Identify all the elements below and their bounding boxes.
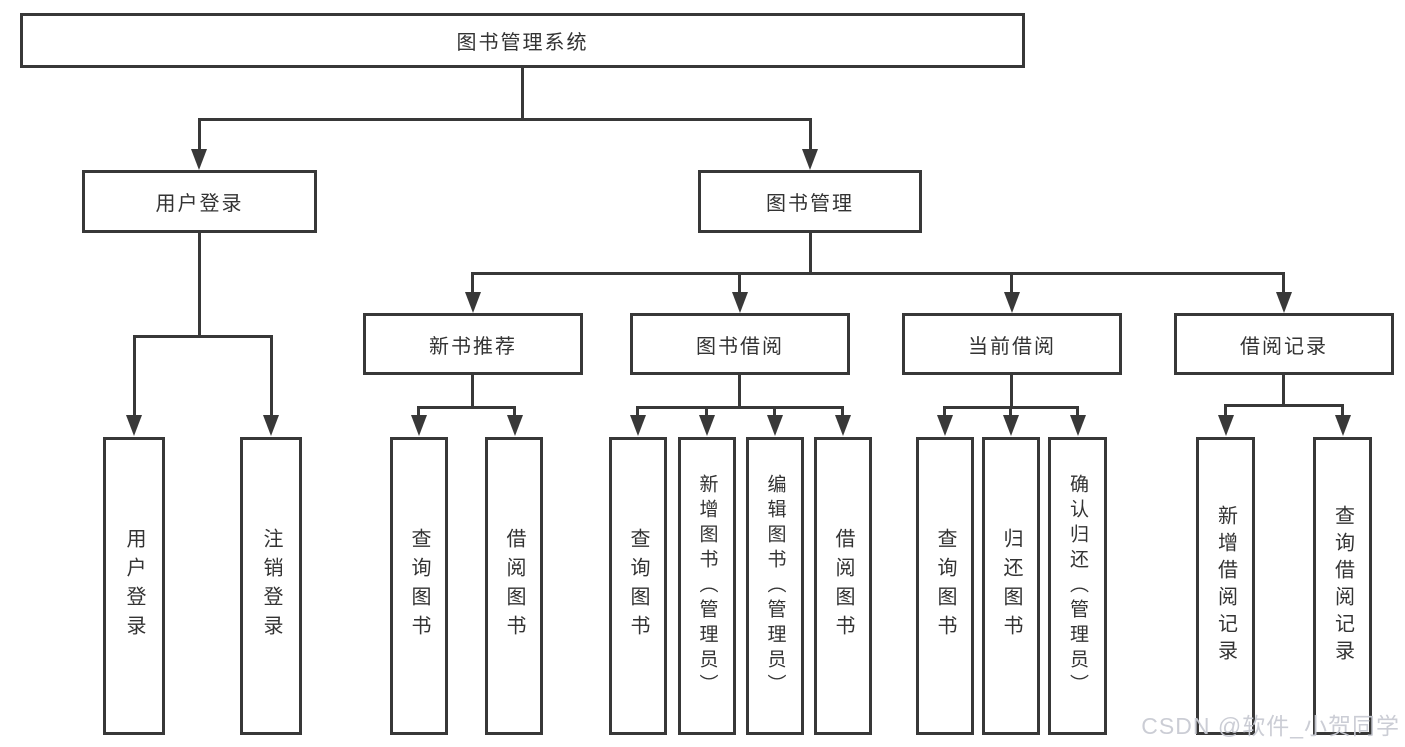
node-user-login: 用户登录 [82, 170, 317, 233]
node-new-book-recommend-label: 新书推荐 [429, 335, 517, 358]
arrow-down-icon [802, 149, 818, 170]
leaf-logout: 注销登录 [240, 437, 302, 735]
connector-level3-bar [471, 272, 1285, 275]
arrow-down-icon [1004, 292, 1020, 313]
leaf-borrow-books-borrow-label: 借阅图书 [832, 528, 854, 644]
arrow-down-icon [126, 415, 142, 436]
connector-leaf-stem [133, 335, 136, 417]
arrow-down-icon [1218, 415, 1234, 436]
connector-leaf-stem [513, 406, 516, 418]
connector-leaf-stem [1076, 406, 1079, 418]
leaf-query-borrow-record-label: 查询借阅记录 [1331, 505, 1354, 667]
leaf-add-borrow-record-label: 新增借阅记录 [1214, 505, 1237, 667]
node-new-book-recommend: 新书推荐 [363, 313, 583, 375]
leaf-user-login-label: 用户登录 [123, 528, 145, 644]
leaf-confirm-return-admin-label: 确认归还（管理员） [1067, 473, 1088, 699]
arrow-down-icon [1276, 292, 1292, 313]
connector-level2-bar [198, 118, 812, 121]
connector-records-down [1282, 375, 1285, 406]
connector-user-login-down [198, 233, 201, 337]
connector-leaf-stem [1009, 406, 1012, 418]
connector-recommend-bar [417, 406, 516, 409]
leaf-query-books-borrow: 查询图书 [609, 437, 667, 735]
leaf-borrow-books-recommend: 借阅图书 [485, 437, 543, 735]
node-user-login-label: 用户登录 [155, 193, 244, 215]
arrow-down-icon [767, 415, 783, 436]
arrow-down-icon [630, 415, 646, 436]
leaf-query-borrow-record: 查询借阅记录 [1313, 437, 1372, 735]
connector-level3-stem [738, 272, 741, 294]
connector-recommend-down [471, 375, 474, 408]
node-root-label: 图书管理系统 [456, 32, 589, 54]
arrow-down-icon [263, 415, 279, 436]
arrow-down-icon [191, 149, 207, 170]
connector-leaf-stem [1341, 404, 1344, 418]
arrow-down-icon [1335, 415, 1351, 436]
connector-user-login-stem [198, 118, 201, 152]
arrow-down-icon [1070, 415, 1086, 436]
node-book-borrow-label: 图书借阅 [696, 335, 784, 358]
connector-level3-stem [1010, 272, 1013, 294]
connector-leaf-stem [841, 406, 844, 418]
connector-leaf-stem [417, 406, 420, 418]
arrow-down-icon [732, 292, 748, 313]
connector-borrow-down [738, 375, 741, 408]
arrow-down-icon [699, 415, 715, 436]
node-borrow-records-label: 借阅记录 [1240, 335, 1328, 358]
leaf-query-books-borrow-label: 查询图书 [627, 528, 649, 644]
node-root: 图书管理系统 [20, 13, 1025, 68]
connector-leaf-stem [270, 335, 273, 417]
connector-level3-stem [471, 272, 474, 294]
connector-root-stem [521, 68, 524, 119]
connector-level3-stem [1282, 272, 1285, 294]
leaf-logout-label: 注销登录 [260, 528, 282, 644]
connector-leaf-stem [636, 406, 639, 418]
arrow-down-icon [465, 292, 481, 313]
connector-book-management-stem [809, 118, 812, 152]
connector-book-management-down [809, 233, 812, 274]
connector-leaf-stem [705, 406, 708, 418]
leaf-query-books-current-label: 查询图书 [934, 528, 956, 644]
node-book-borrow: 图书借阅 [630, 313, 850, 375]
arrow-down-icon [1003, 415, 1019, 436]
connector-records-bar [1224, 404, 1343, 407]
leaf-edit-book-admin: 编辑图书（管理员） [746, 437, 804, 735]
leaf-borrow-books-borrow: 借阅图书 [814, 437, 872, 735]
leaf-query-books-recommend-label: 查询图书 [408, 528, 430, 644]
leaf-add-book-admin: 新增图书（管理员） [678, 437, 736, 735]
arrow-down-icon [411, 415, 427, 436]
leaf-return-books: 归还图书 [982, 437, 1040, 735]
connector-leaf-stem [773, 406, 776, 418]
connector-user-login-bar [133, 335, 273, 338]
arrow-down-icon [835, 415, 851, 436]
connector-current-down [1010, 375, 1013, 408]
leaf-add-borrow-record: 新增借阅记录 [1196, 437, 1255, 735]
arrow-down-icon [507, 415, 523, 436]
node-current-borrow-label: 当前借阅 [968, 335, 1056, 358]
connector-leaf-stem [943, 406, 946, 418]
leaf-edit-book-admin-label: 编辑图书（管理员） [764, 473, 786, 699]
leaf-query-books-current: 查询图书 [916, 437, 974, 735]
csdn-watermark: CSDN @软件_小贺同学 [1141, 713, 1400, 739]
node-book-management-label: 图书管理 [766, 193, 854, 215]
leaf-borrow-books-recommend-label: 借阅图书 [503, 528, 525, 644]
connector-leaf-stem [1224, 404, 1227, 418]
node-book-management: 图书管理 [698, 170, 922, 233]
leaf-confirm-return-admin: 确认归还（管理员） [1048, 437, 1107, 735]
leaf-user-login: 用户登录 [103, 437, 165, 735]
node-current-borrow: 当前借阅 [902, 313, 1122, 375]
arrow-down-icon [937, 415, 953, 436]
connector-borrow-bar [636, 406, 844, 409]
leaf-add-book-admin-label: 新增图书（管理员） [696, 473, 718, 699]
leaf-query-books-recommend: 查询图书 [390, 437, 448, 735]
node-borrow-records: 借阅记录 [1174, 313, 1394, 375]
leaf-return-books-label: 归还图书 [1000, 528, 1022, 644]
